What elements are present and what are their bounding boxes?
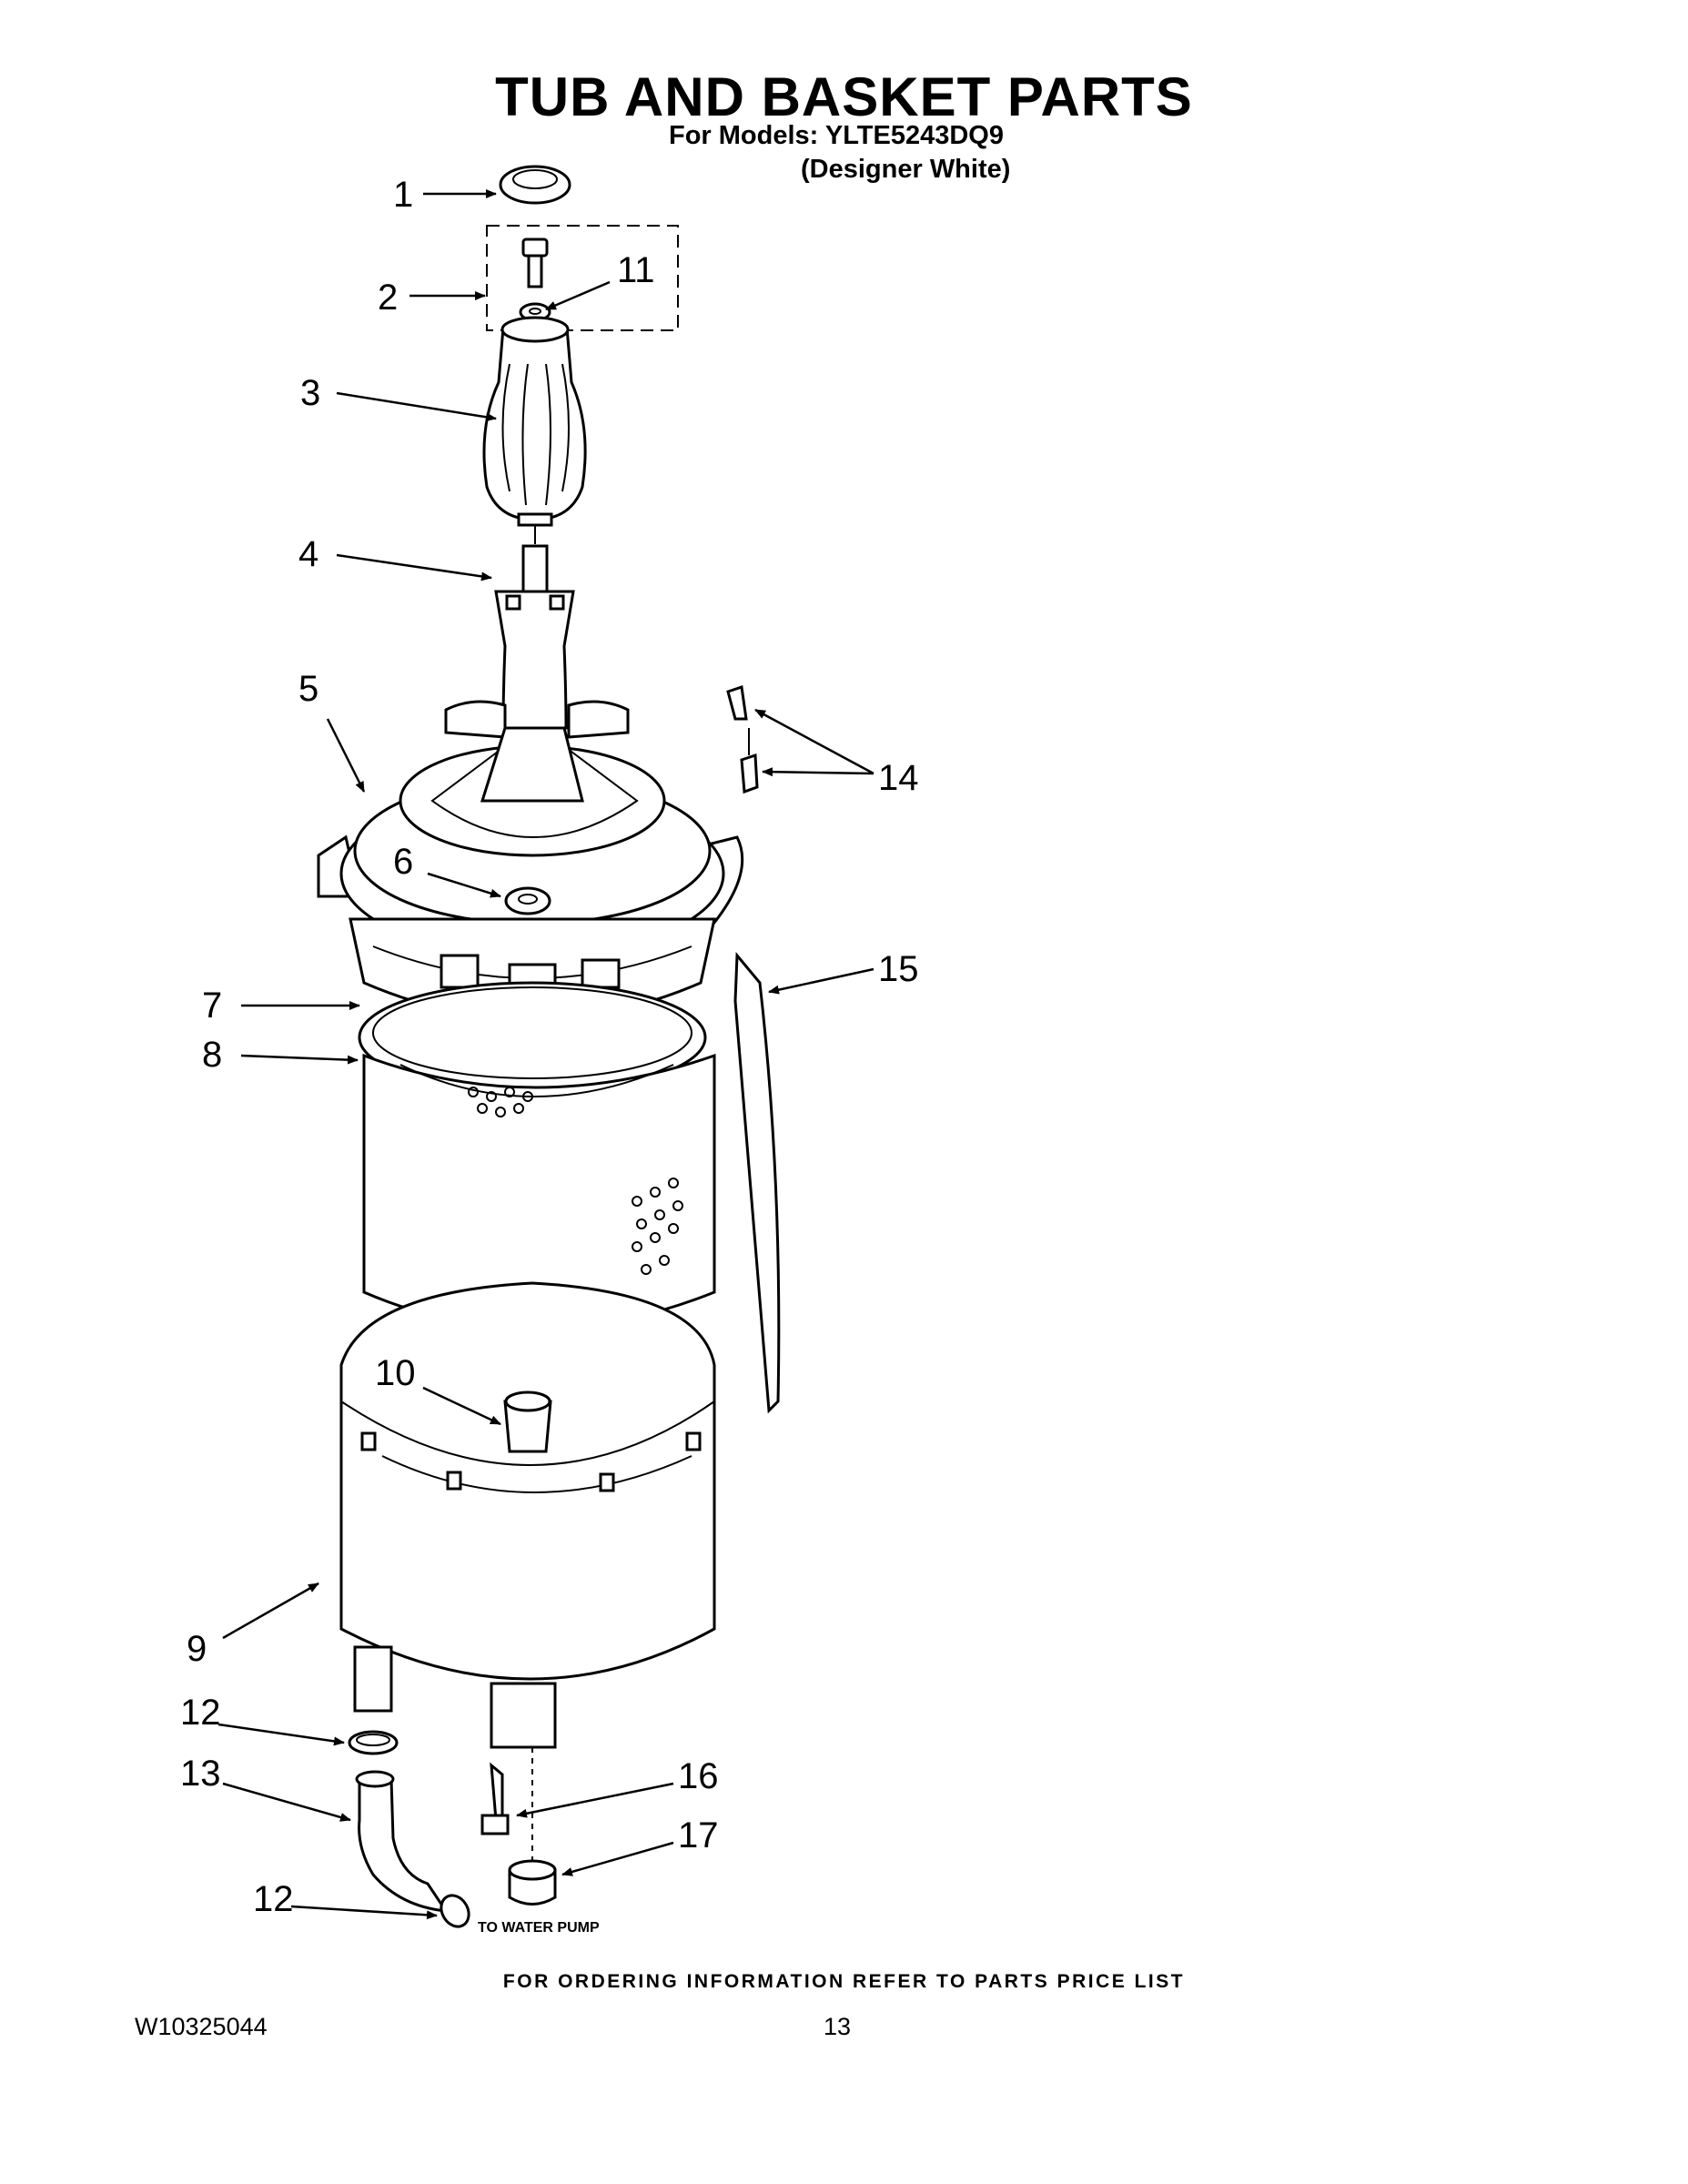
part-13-drain-hose (355, 1770, 450, 1913)
document-number: W10325044 (135, 2013, 268, 2040)
part-9-outer-tub (339, 1281, 716, 1749)
callout-1: 1 (393, 175, 413, 215)
part-3-agitator-cam (482, 316, 587, 527)
part-4-agitator-post (494, 544, 575, 730)
ordering-note: FOR ORDERING INFORMATION REFER TO PARTS … (502, 1971, 1186, 1992)
callout-9: 9 (187, 1629, 207, 1669)
part-1-cap (499, 165, 571, 205)
callout-12-upper: 12 (180, 1693, 221, 1733)
callout-14: 14 (878, 758, 919, 798)
part-15-pressure-hose (733, 952, 781, 1414)
callout-17: 17 (678, 1815, 719, 1855)
callout-6: 6 (393, 842, 413, 882)
callout-5: 5 (298, 669, 318, 709)
part-12-clamp-upper (348, 1730, 399, 1755)
page-number: 13 (824, 2013, 852, 2040)
callout-7: 7 (202, 986, 222, 1026)
leader-lines (217, 189, 874, 1920)
models-line: For Models: YLTE5243DQ9 (669, 121, 1004, 150)
callout-4: 4 (298, 534, 318, 574)
callout-13: 13 (180, 1754, 221, 1794)
callout-2: 2 (378, 278, 398, 318)
callout-11: 11 (617, 250, 655, 290)
part-2-kit-box (486, 225, 679, 331)
part-10-seal (503, 1390, 552, 1453)
part-5-tub-ring (317, 700, 744, 957)
callout-16: 16 (678, 1756, 719, 1796)
to-water-pump-note: TO WATER PUMP (478, 1920, 600, 1936)
page-title: TUB AND BASKET PARTS (495, 66, 1193, 127)
callout-12-lower: 12 (253, 1879, 294, 1919)
color-line: (Designer White) (801, 155, 1011, 184)
part-12-clamp-lower (440, 1894, 470, 1928)
part-16-screw (480, 1762, 510, 1835)
callout-3: 3 (300, 373, 320, 413)
part-8-basket (362, 1053, 716, 1330)
part-7-tub-cover-ring (349, 917, 716, 1094)
part-6-nut (504, 886, 551, 915)
part-14-clips (726, 685, 759, 794)
callout-15: 15 (878, 949, 919, 989)
basket-holes (468, 1087, 683, 1275)
callout-10: 10 (375, 1353, 416, 1393)
part-2-bolt (521, 238, 549, 288)
part-17-nut (508, 1859, 557, 1906)
callout-8: 8 (202, 1035, 222, 1075)
